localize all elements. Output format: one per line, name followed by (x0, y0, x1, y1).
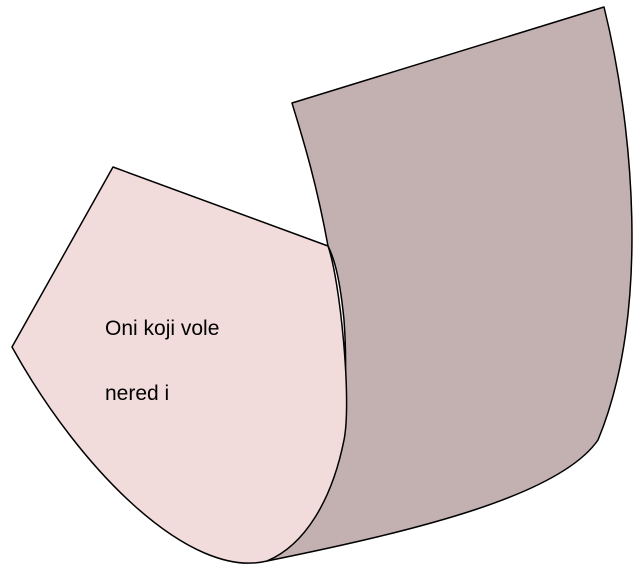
caption-line-2: nered i (105, 382, 170, 405)
caption-line-1: Oni koji vole (105, 317, 220, 340)
front-face (11, 166, 348, 564)
